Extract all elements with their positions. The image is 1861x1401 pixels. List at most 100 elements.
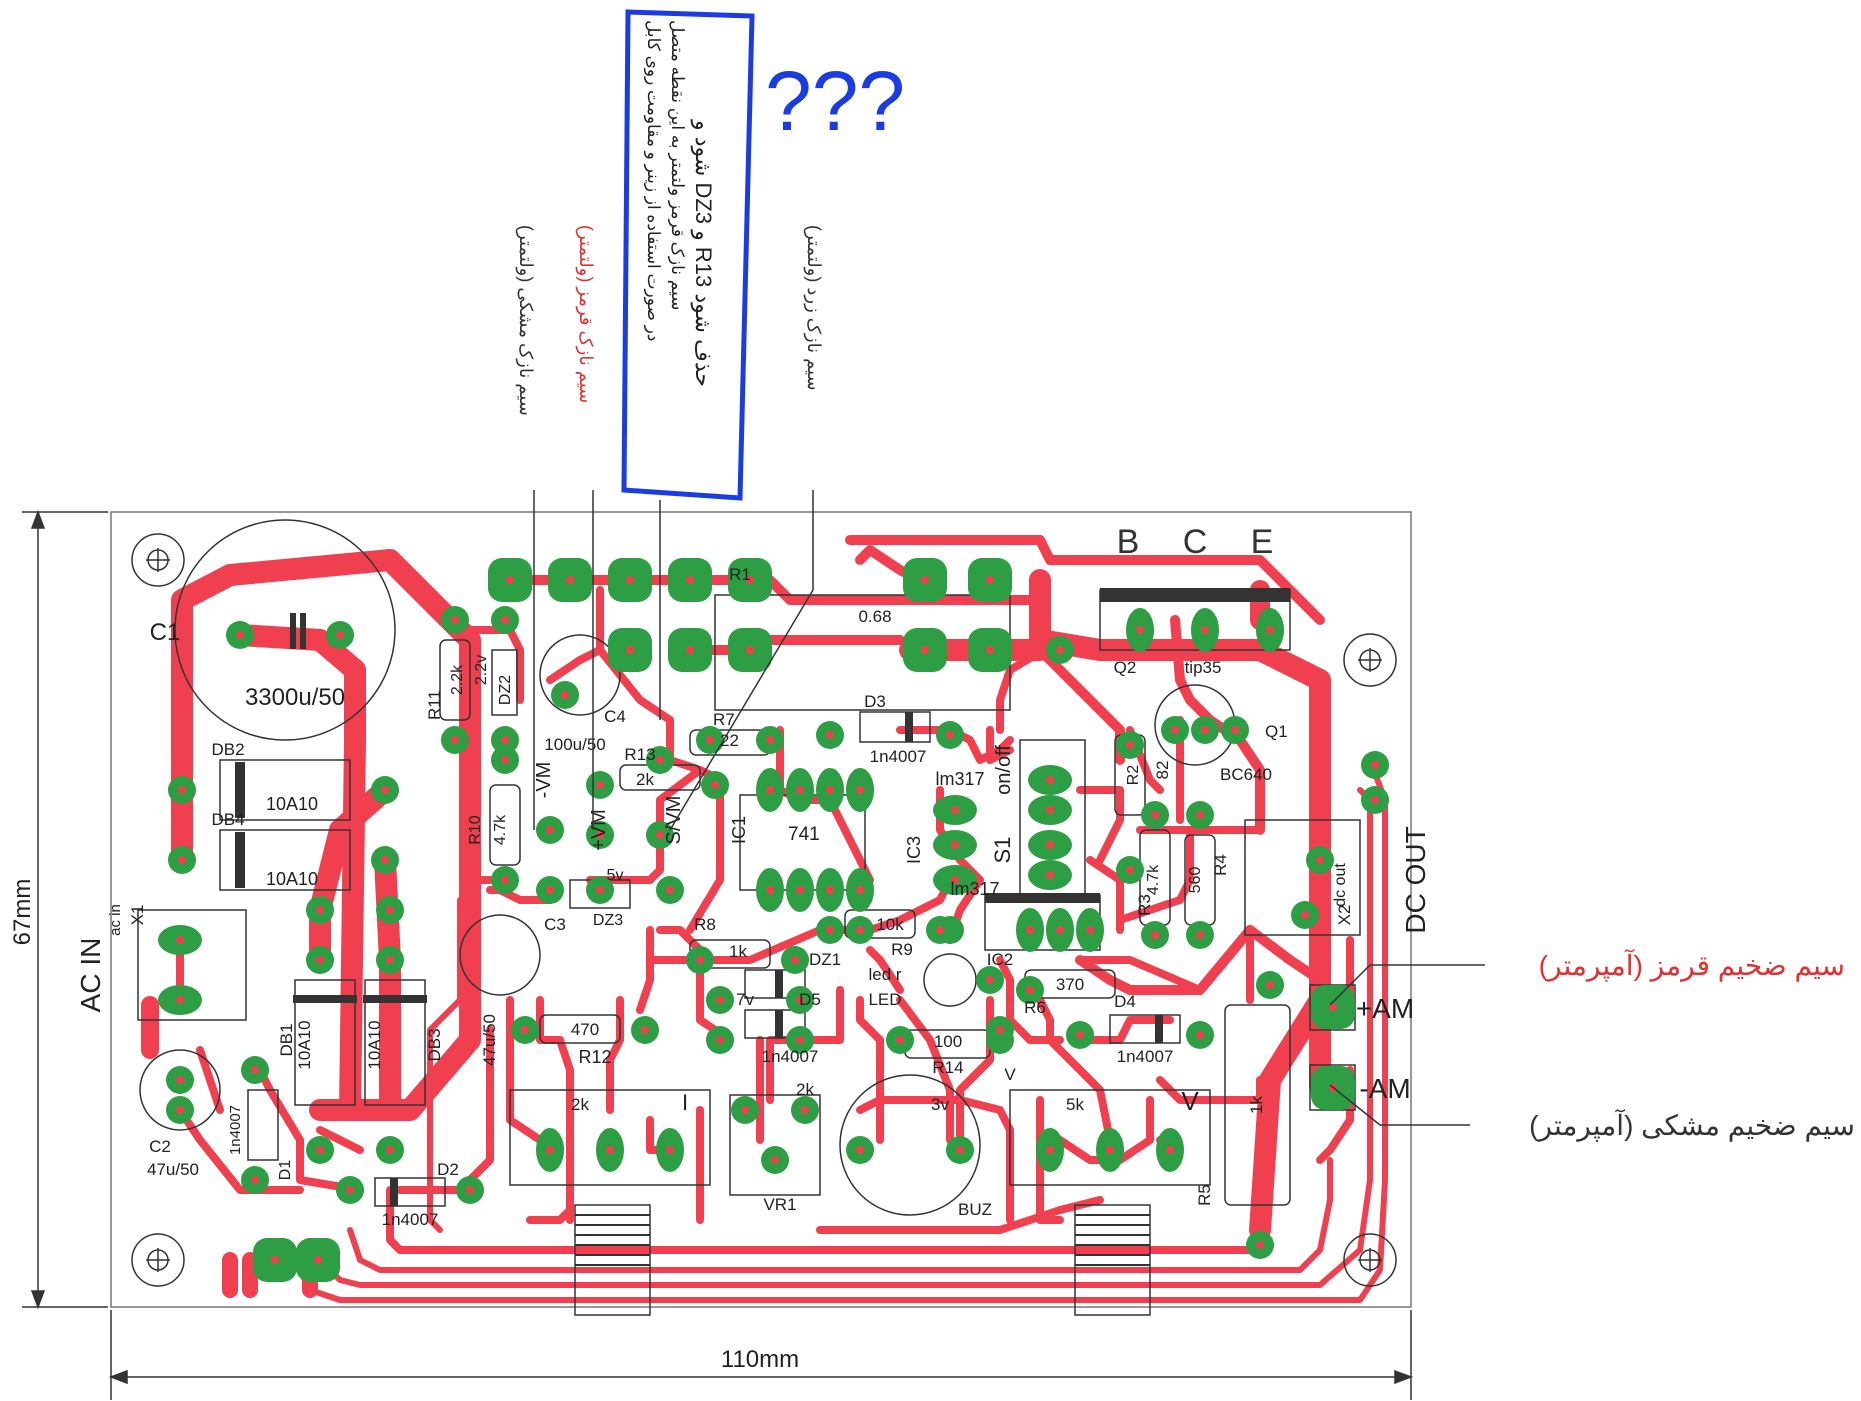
pad xyxy=(1161,716,1189,744)
pad xyxy=(1141,921,1169,949)
pads xyxy=(158,558,1389,1282)
pad xyxy=(1156,1128,1184,1172)
mounting-hole-br xyxy=(1343,1233,1397,1287)
component-label: -AM xyxy=(1359,1073,1410,1104)
ac-in-label: AC IN xyxy=(75,938,106,1013)
pad xyxy=(846,768,874,812)
component-label: 3v xyxy=(931,1095,949,1114)
pad xyxy=(706,986,734,1014)
board-outline xyxy=(110,511,1412,1308)
jack-threads xyxy=(575,1214,1150,1266)
pad xyxy=(253,1238,297,1282)
component-label: ac in xyxy=(107,904,124,936)
pad xyxy=(158,985,202,1015)
pad xyxy=(786,768,814,812)
component-label: 2.2k xyxy=(449,664,466,695)
component-label: R2 xyxy=(1125,765,1142,786)
component-label: R12 xyxy=(578,1047,611,1067)
pad xyxy=(166,1066,194,1094)
component-label: S1 xyxy=(990,837,1015,864)
component-label: lm317 xyxy=(950,879,999,899)
pad xyxy=(1186,921,1214,949)
note-line-3: شود و DZ3 و R13 حذف شود xyxy=(690,119,716,387)
pad xyxy=(336,1176,364,1204)
pad xyxy=(1141,801,1169,829)
pad xyxy=(1311,985,1355,1029)
component-label: IC3 xyxy=(904,836,924,864)
component-label: +VM xyxy=(588,809,610,851)
component-label: D4 xyxy=(1114,992,1136,1011)
component-label: tip35 xyxy=(1185,658,1222,677)
dc-out-label: DC OUT xyxy=(1400,826,1431,933)
component-label: 10A10 xyxy=(295,1020,314,1069)
component-label: DB3 xyxy=(425,1028,444,1061)
note-line-2: سیم نازک قرمز ولتمتر به این نقطه متصل xyxy=(667,20,687,310)
pad xyxy=(946,1136,974,1164)
component-label: 2k xyxy=(636,770,654,789)
component-label: 82 xyxy=(1153,761,1172,780)
component-label: 2k xyxy=(796,1080,814,1099)
pad xyxy=(786,986,814,1014)
pad xyxy=(536,876,564,904)
pad xyxy=(761,1146,789,1174)
pad xyxy=(786,868,814,912)
component-label: 47u/50 xyxy=(480,1014,499,1066)
pad xyxy=(1291,901,1319,929)
pad xyxy=(1028,795,1072,825)
question-marks: ??? xyxy=(765,54,905,148)
dimension-height xyxy=(22,509,108,1310)
pad xyxy=(376,896,404,924)
pad xyxy=(586,771,614,799)
component-label: R13 xyxy=(624,745,655,764)
pad xyxy=(968,558,1012,602)
pad xyxy=(786,1026,814,1054)
heavy-marks xyxy=(235,588,1290,1206)
pad xyxy=(686,946,714,974)
pad xyxy=(701,771,729,799)
mounting-hole-bl xyxy=(131,1233,185,1287)
pad xyxy=(158,925,202,955)
component-label: led r xyxy=(868,965,901,984)
pad xyxy=(441,606,469,634)
pad xyxy=(756,726,784,754)
pad xyxy=(646,746,674,774)
pad xyxy=(491,726,519,754)
pad xyxy=(728,558,772,602)
pad xyxy=(816,768,844,812)
pad xyxy=(886,1026,914,1054)
pad xyxy=(371,846,399,874)
component-label: 3300u/50 xyxy=(245,684,345,711)
pad xyxy=(168,846,196,874)
component-label: 370 xyxy=(1056,975,1084,994)
pad xyxy=(306,896,334,924)
pad xyxy=(933,865,977,895)
component-label: DZ1 xyxy=(809,950,841,969)
component-label: IC2 xyxy=(987,950,1013,969)
pad xyxy=(1191,716,1219,744)
component-label: 0.68 xyxy=(858,607,891,626)
component-label: 47u/50 xyxy=(147,1160,199,1179)
pad xyxy=(756,868,784,912)
pad xyxy=(296,1238,340,1282)
component-label: R10 xyxy=(467,815,484,844)
pad xyxy=(1116,731,1144,759)
pad xyxy=(791,1096,819,1124)
mounting-hole-tl xyxy=(131,533,185,587)
pad xyxy=(1016,908,1044,952)
pad xyxy=(1028,860,1072,890)
pad xyxy=(696,726,724,754)
pad xyxy=(926,916,954,944)
component-label: 1n4007 xyxy=(762,1047,819,1066)
component-label: R7 xyxy=(713,710,735,729)
pad xyxy=(1096,1128,1124,1172)
pad xyxy=(668,558,712,602)
component-label: X2 xyxy=(1335,905,1354,926)
pad xyxy=(933,795,977,825)
pad xyxy=(306,946,334,974)
pad xyxy=(1016,976,1044,1004)
component-label: Q2 xyxy=(1114,658,1137,677)
pad xyxy=(706,1026,734,1054)
component-label: D3 xyxy=(864,692,886,711)
ammeter-red-wire-label: سیم ضخیم قرمز (آمپرمتر) xyxy=(1539,948,1845,982)
